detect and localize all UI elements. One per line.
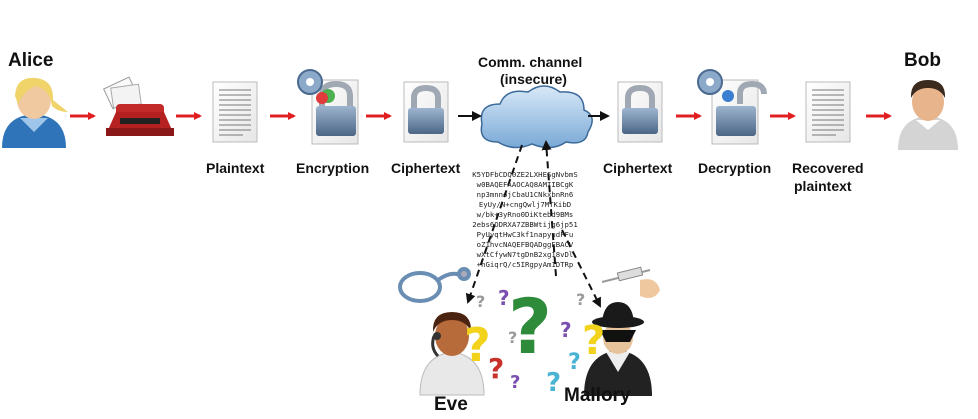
question-mark: ? xyxy=(510,372,521,393)
cipher-line: K5YDFbCDQ0ZE2LXHESgNvbmS xyxy=(472,170,578,179)
ciphertext-lock-document-icon xyxy=(403,81,449,143)
stethoscope-icon xyxy=(398,267,471,303)
intercepted-ciphertext: K5YDFbCDQ0ZE2LXHESgNvbmS w0BAQEFAAOCAQ8A… xyxy=(465,170,585,270)
question-mark: ? xyxy=(560,318,572,342)
channel-label-line1: Comm. channel xyxy=(478,54,583,70)
eavesdrop-arrows xyxy=(465,140,601,308)
cipher-line: oZ1hvcNAQEFBQADggEBACV xyxy=(476,240,574,249)
question-mark: ? xyxy=(498,286,510,310)
question-mark: ? xyxy=(464,318,491,372)
question-mark: ? xyxy=(582,318,606,364)
cipher-line: 2ebs6ODRXA7ZBBWtijg6jp51 xyxy=(472,220,578,229)
bob-label: Bob xyxy=(904,50,941,71)
typewriter-icon xyxy=(102,76,174,136)
eve-label: Eve xyxy=(434,394,468,415)
question-mark: ? xyxy=(476,292,486,311)
cipher-line: EyUy/N+cngQwlj7MTKibD xyxy=(478,200,572,209)
alice-avatar-icon xyxy=(2,77,68,148)
eve-avatar-icon xyxy=(419,312,485,396)
decryption-label: Decryption xyxy=(698,160,772,176)
ciphertext-label-left: Ciphertext xyxy=(391,160,461,176)
encryption-label: Encryption xyxy=(296,160,370,176)
bob-avatar-icon xyxy=(898,80,958,150)
ciphertext-lock-document-icon xyxy=(617,81,663,143)
plaintext-document-icon xyxy=(212,81,258,143)
alice-label: Alice xyxy=(8,50,54,71)
question-mark: ? xyxy=(488,352,505,385)
question-mark: ? xyxy=(508,328,518,347)
syringe-icon xyxy=(601,266,660,298)
question-mark: ? xyxy=(576,290,586,309)
channel-label-line2: (insecure) xyxy=(500,71,567,87)
decryption-lock-document-icon xyxy=(697,69,767,145)
ciphertext-label-right: Ciphertext xyxy=(603,160,673,176)
recovered-document-icon xyxy=(805,81,851,143)
question-mark: ? xyxy=(508,282,553,371)
cipher-line: PyUyqtHwC3kf1napyudFFu xyxy=(476,230,574,239)
mallory-label: Mallory xyxy=(564,385,631,406)
mallory-spy-icon xyxy=(584,302,652,396)
encryption-lock-document-icon xyxy=(297,69,359,145)
question-mark: ? xyxy=(568,350,581,375)
question-mark: ? xyxy=(546,368,562,398)
plaintext-label: Plaintext xyxy=(206,160,265,176)
cipher-line: w/bk+3yRno0DiKtebd9BMs xyxy=(476,210,574,219)
cipher-line: np3mnnojCbaU1CNkxbnRn6 xyxy=(476,190,574,199)
cipher-line: w0BAQEFAAOCAQ8AMIIBCgK xyxy=(476,180,574,189)
cloud-icon xyxy=(480,85,593,149)
recovered-label-line2: plaintext xyxy=(794,178,852,194)
cipher-line: +nGiqrQ/c5IRgpyAm1DTRp xyxy=(476,260,574,269)
cipher-line: wXtCfywN7tgDnB2xg18vDl xyxy=(476,250,574,259)
recovered-label-line1: Recovered xyxy=(792,160,864,176)
